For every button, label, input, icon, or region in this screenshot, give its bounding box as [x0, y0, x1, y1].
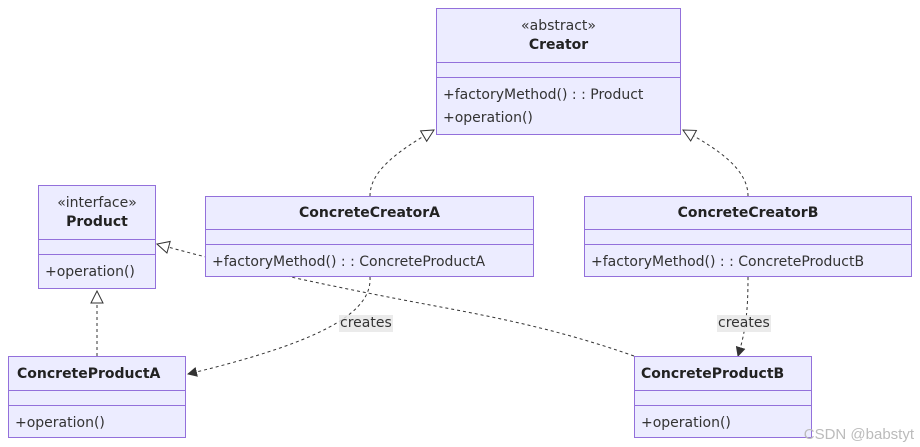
divider — [39, 254, 155, 255]
divider — [39, 239, 155, 240]
divider — [206, 244, 533, 245]
divider — [585, 229, 911, 230]
class-concrete-creator-a[interactable]: ConcreteCreatorA +factoryMethod() : : Co… — [205, 196, 534, 277]
divider — [635, 390, 811, 391]
method: +operation() — [641, 415, 731, 431]
watermark: CSDN @babstyt — [803, 426, 914, 443]
divider — [437, 62, 680, 63]
class-header: ConcreteCreatorB — [585, 197, 911, 229]
class-concrete-product-a[interactable]: ConcreteProductA +operation() — [8, 356, 186, 438]
methods-compartment: +factoryMethod() : : ConcreteProductB — [585, 245, 911, 274]
class-product[interactable]: «interface» Product +operation() — [38, 185, 156, 289]
method: +operation() — [15, 415, 105, 431]
class-name: Creator — [528, 36, 589, 53]
methods-compartment: +operation() — [9, 406, 185, 435]
divider — [437, 77, 680, 78]
method: +operation() — [443, 110, 533, 126]
class-header: ConcreteCreatorA — [206, 197, 533, 229]
class-header: «interface» Product — [39, 186, 155, 239]
attributes-compartment — [437, 63, 680, 77]
divider — [9, 405, 185, 406]
stereotype: «abstract» — [521, 17, 596, 34]
class-header: «abstract» Creator — [437, 9, 680, 62]
creates-label-b: creates — [717, 315, 771, 332]
methods-compartment: +operation() — [39, 255, 155, 284]
method: +operation() — [45, 264, 135, 280]
method: +factoryMethod() : : ConcreteProductB — [591, 254, 865, 270]
class-concrete-creator-b[interactable]: ConcreteCreatorB +factoryMethod() : : Co… — [584, 196, 912, 277]
divider — [585, 244, 911, 245]
realization-b-to-creator — [683, 130, 749, 197]
class-header: ConcreteProductA — [9, 357, 185, 390]
attributes-compartment — [635, 391, 811, 405]
stereotype: «interface» — [57, 194, 137, 211]
creates-label-a: creates — [339, 315, 393, 332]
class-name: ConcreteProductA — [17, 365, 161, 382]
divider — [9, 390, 185, 391]
class-name: ConcreteCreatorB — [677, 205, 819, 221]
class-creator[interactable]: «abstract» Creator +factoryMethod() : : … — [436, 8, 681, 135]
creates-a-line — [187, 276, 371, 377]
method: +factoryMethod() : : ConcreteProductA — [212, 254, 486, 270]
attributes-compartment — [585, 230, 911, 244]
attributes-compartment — [206, 230, 533, 244]
class-name: Product — [66, 213, 128, 230]
divider — [635, 405, 811, 406]
attributes-compartment — [9, 391, 185, 405]
class-concrete-product-b[interactable]: ConcreteProductB +operation() — [634, 356, 812, 438]
class-name: ConcreteCreatorA — [299, 205, 440, 221]
attributes-compartment — [39, 240, 155, 254]
methods-compartment: +factoryMethod() : : Product +operation(… — [437, 78, 680, 130]
methods-compartment: +factoryMethod() : : ConcreteProductA — [206, 245, 533, 274]
method: +factoryMethod() : : Product — [443, 87, 644, 103]
divider — [206, 229, 533, 230]
class-name: ConcreteProductB — [641, 365, 785, 382]
methods-compartment: +operation() — [635, 406, 811, 435]
class-header: ConcreteProductB — [635, 357, 811, 390]
realization-a-to-creator — [369, 130, 434, 197]
